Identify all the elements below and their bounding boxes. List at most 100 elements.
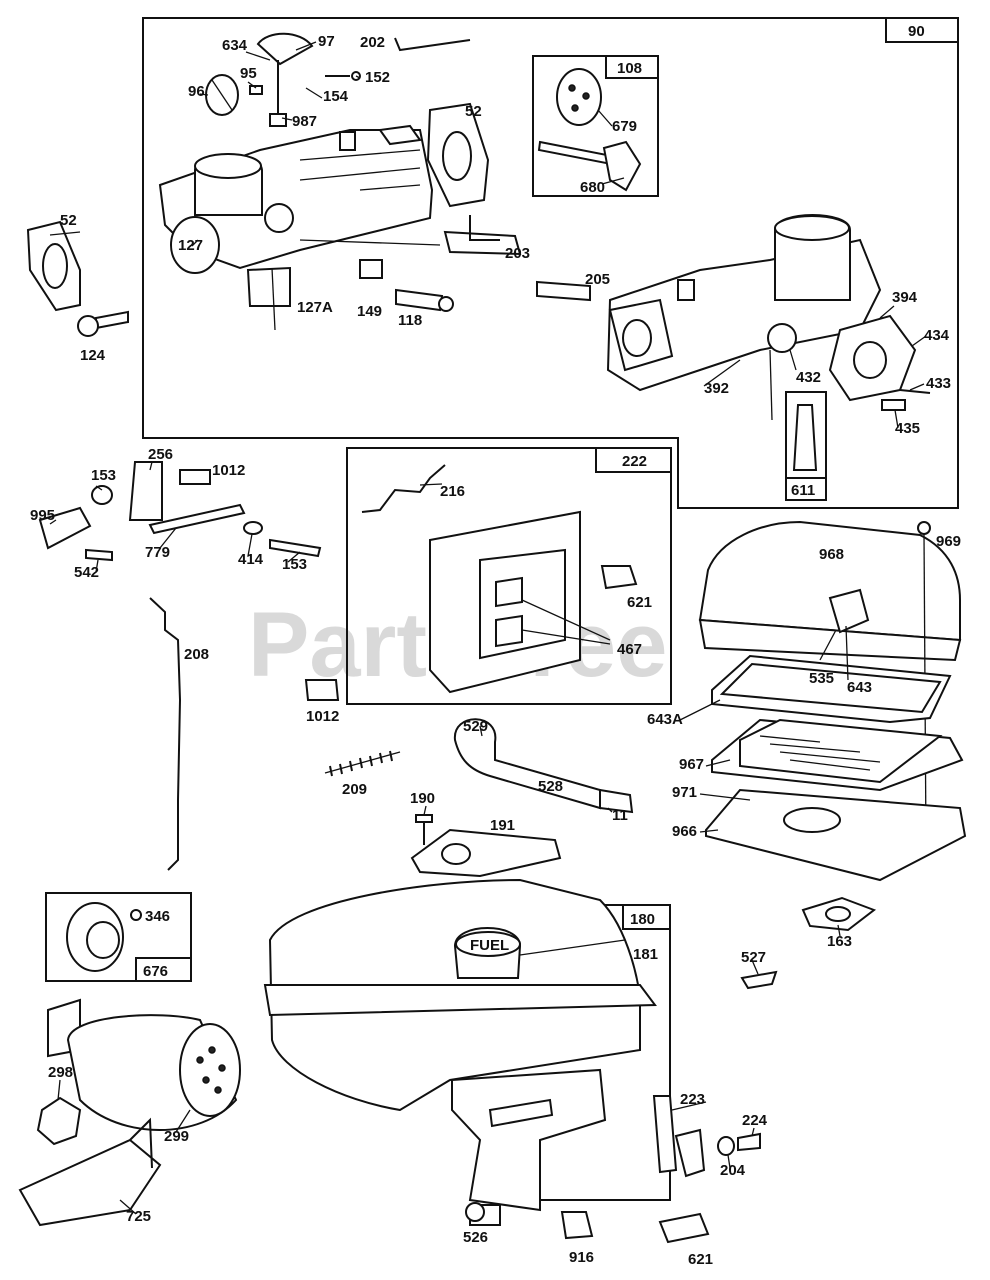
label-127: 127: [178, 237, 203, 254]
screw-118: [395, 288, 444, 312]
choke-disc-line: [211, 79, 233, 111]
label-346: 346: [145, 908, 170, 925]
label-968: 968: [819, 546, 844, 563]
diaphragm-394-center: [853, 341, 887, 379]
label-190: 190: [410, 790, 435, 807]
choke-shaft: [537, 140, 614, 166]
label-680: 680: [580, 179, 605, 196]
label-209: 209: [342, 781, 367, 798]
muffler-hole: [208, 1046, 216, 1054]
nut-298: [36, 1096, 82, 1146]
washer-204: [717, 1136, 735, 1156]
bracket-223: [652, 1095, 678, 1174]
screen-346-inner: [86, 921, 120, 959]
fuel-tank-flange: [263, 984, 657, 1017]
label-216: 216: [440, 483, 465, 500]
muffler-hole: [202, 1076, 210, 1084]
muffler-hole: [218, 1064, 226, 1072]
muffler-hole: [196, 1056, 204, 1064]
label-971: 971: [672, 784, 697, 801]
label-118: 118: [398, 312, 422, 329]
label-969: 969: [936, 533, 961, 550]
label-467: 467: [617, 641, 642, 658]
clip-621: [600, 565, 638, 590]
label-153-lower: 153: [282, 556, 307, 573]
screw-190-head: [415, 814, 433, 823]
label-299: 299: [164, 1128, 189, 1145]
label-154: 154: [323, 88, 349, 105]
label-725: 725: [126, 1208, 151, 1225]
choke-plate-hole: [582, 92, 590, 100]
gasket-163-hole: [825, 906, 851, 922]
latch-643: [828, 588, 870, 634]
label-433: 433: [926, 375, 951, 392]
label-526: 526: [463, 1229, 488, 1246]
label-127a: 127A: [297, 299, 333, 316]
label-966: 966: [672, 823, 697, 840]
screw-124-head: [77, 315, 99, 337]
label-394: 394: [892, 289, 918, 306]
group-108-tag: [605, 55, 659, 79]
muffler-299-face: [179, 1023, 241, 1117]
fuel-cap-text: FUEL: [470, 937, 509, 954]
label-535: 535: [809, 670, 834, 687]
label-634: 634: [222, 37, 248, 54]
label-643: 643: [847, 679, 872, 696]
label-432: 432: [796, 369, 821, 386]
label-392: 392: [704, 380, 729, 397]
fuel-cap-top: [455, 931, 521, 957]
screw-95: [249, 85, 263, 95]
fuel-line-528: [453, 718, 601, 810]
screw-224: [737, 1132, 761, 1152]
leader-467: [521, 599, 611, 645]
screw-124: [95, 310, 129, 330]
air-cleaner-cover-968: [698, 520, 961, 642]
gasket-191: [410, 828, 562, 878]
label-149: 149: [357, 303, 382, 320]
screw-435: [881, 399, 906, 411]
clip-223: [674, 1128, 706, 1178]
label-529: 529: [463, 718, 488, 735]
shaft-203: [443, 230, 522, 256]
group-180-number: 180: [630, 911, 655, 928]
label-256: 256: [148, 446, 173, 463]
group-180-tag: [622, 904, 671, 930]
label-204: 204: [720, 1162, 746, 1179]
muffler-hole: [214, 1086, 222, 1094]
label-679: 679: [612, 118, 637, 135]
group-676-frame: [45, 892, 192, 982]
label-97: 97: [318, 33, 335, 50]
label-153-upper: 153: [91, 467, 116, 484]
label-152: 152: [365, 69, 390, 86]
screw-118-head: [438, 296, 454, 312]
plate-995: [38, 506, 92, 550]
label-52-left: 52: [60, 212, 77, 229]
rod-208: [149, 597, 182, 871]
bracket-256: [128, 461, 163, 521]
group-222-frame: [346, 447, 672, 705]
clip-1012-lower: [304, 679, 340, 701]
label-987: 987: [292, 113, 317, 130]
fuel-pipe: [792, 404, 818, 471]
label-643a: 643A: [647, 711, 683, 728]
group-222-number: 222: [622, 453, 647, 470]
screw-346: [130, 909, 142, 921]
label-1012-upper: 1012: [212, 462, 245, 479]
washer-414: [243, 521, 263, 535]
guard-725-tab: [129, 1117, 153, 1169]
label-298: 298: [48, 1064, 73, 1081]
bushing-153: [91, 485, 113, 505]
label-95: 95: [240, 65, 257, 82]
label-967: 967: [679, 756, 704, 773]
screw-969: [917, 521, 931, 535]
choke-plate-hole: [568, 84, 576, 92]
screw-542: [85, 548, 113, 562]
clip-621-lower: [658, 1212, 710, 1244]
gasket-643a-inner: [719, 662, 942, 714]
gasket-52-upper-hole: [442, 131, 472, 181]
spring-209: [324, 751, 401, 774]
leader-181: [519, 939, 626, 956]
label-621-lower: 621: [688, 1251, 713, 1268]
label-621-upper: 621: [627, 594, 652, 611]
